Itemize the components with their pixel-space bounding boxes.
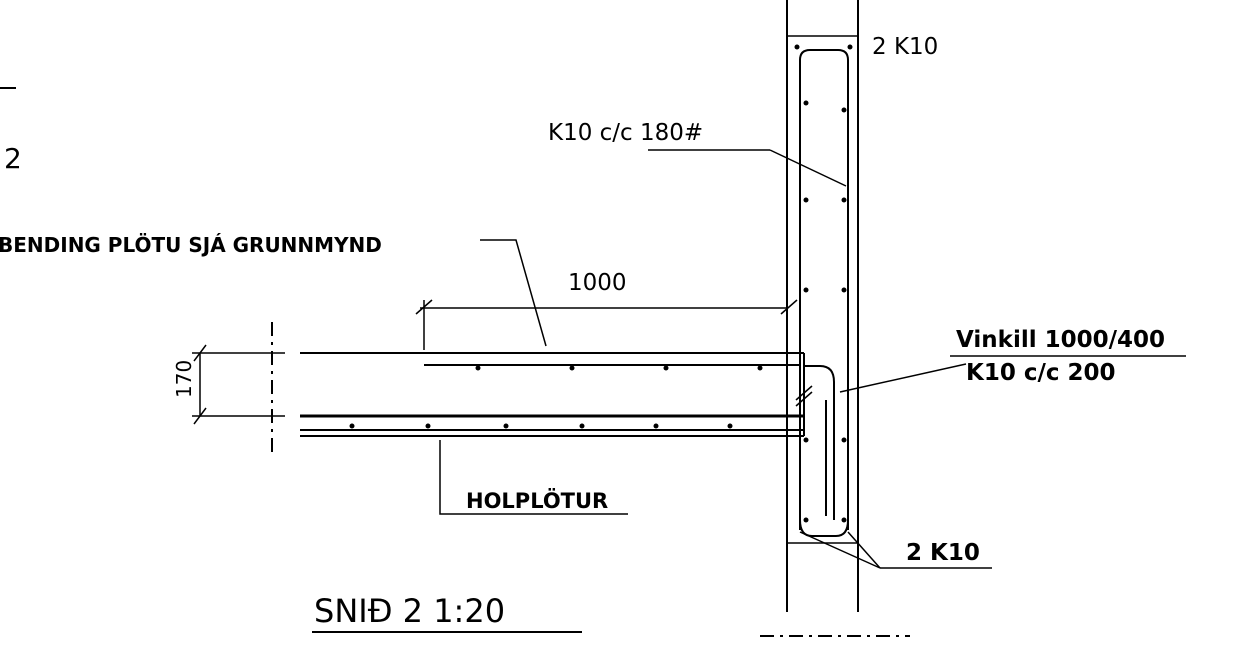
break-mark xyxy=(795,385,813,401)
label-wall-stirrups: K10 c/c 180# xyxy=(548,120,703,146)
label-angle-1: Vinkill 1000/400 xyxy=(956,327,1165,353)
label-angle-2: K10 c/c 200 xyxy=(966,360,1116,386)
note-reinforcement: BENDING PLÖTU SJÁ GRUNNMYND xyxy=(0,233,382,257)
bottom-rebar-leader-2 xyxy=(847,531,881,569)
angle-leader xyxy=(839,363,967,393)
dim-tick xyxy=(193,407,207,425)
slab-top-rebar-dots xyxy=(475,365,763,371)
angle-bar xyxy=(804,365,835,520)
wall-rebar-top-hook xyxy=(799,49,849,61)
dim-1000-text: 1000 xyxy=(568,270,627,296)
dim-tick xyxy=(415,299,433,315)
holplata-rebar-dots xyxy=(349,423,733,429)
bottom-rebar-leader-1 xyxy=(799,531,881,569)
note-leader xyxy=(480,239,547,347)
wall-rebar-bottom-hook xyxy=(799,519,849,537)
label-slab-type: HOLPLÖTUR xyxy=(466,488,608,513)
left-number: 2 xyxy=(4,142,22,175)
dim-170-text: 170 xyxy=(172,360,196,398)
dim-tick xyxy=(780,299,798,315)
label-wall-top-rebar: 2 K10 xyxy=(872,34,938,60)
label-bottom-rebar: 2 K10 xyxy=(906,540,980,566)
dim-tick xyxy=(193,344,207,362)
slab-type-leader xyxy=(439,440,628,515)
section-title: SNIÐ 2 1:20 xyxy=(314,592,505,630)
wall-rebar-dots xyxy=(794,44,853,523)
break-mark xyxy=(795,391,813,407)
stirrup-leader xyxy=(769,149,847,187)
